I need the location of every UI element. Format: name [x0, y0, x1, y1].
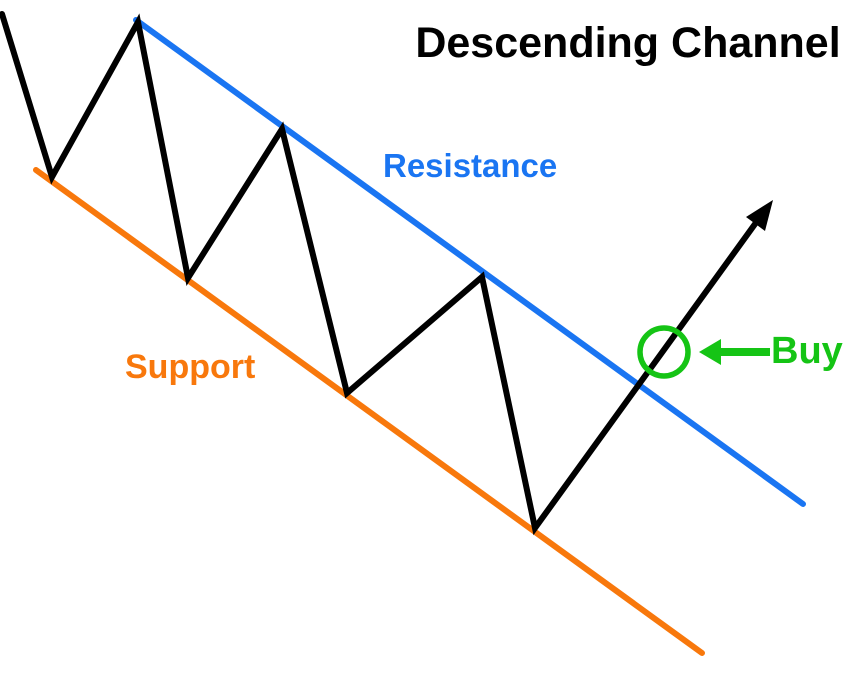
price-zigzag-line [0, 11, 758, 536]
buy-arrowhead-icon [699, 339, 721, 365]
support-line [33, 167, 705, 656]
breakout-arrowhead-icon [746, 200, 773, 231]
buy-signal-circle [637, 325, 691, 379]
resistance-label: Resistance [383, 147, 557, 184]
resistance-line [133, 17, 806, 507]
support-label: Support [125, 348, 255, 386]
page-title: Descending Channel [415, 19, 840, 67]
buy-label: Buy [771, 330, 843, 372]
